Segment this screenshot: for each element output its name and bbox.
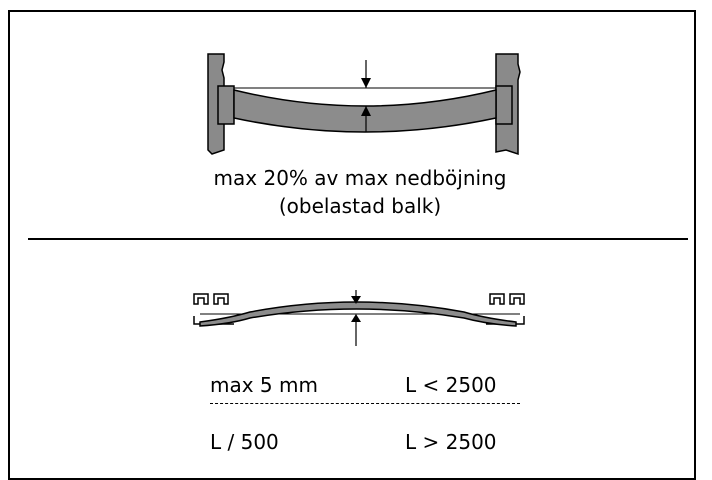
arch-arrow-up	[351, 314, 361, 322]
left-beam-bracket	[217, 85, 235, 125]
row2-left-text: L / 500	[210, 430, 279, 454]
dashed-separator	[210, 403, 520, 404]
right-beam-bracket	[495, 85, 513, 125]
arch-arrow-down	[351, 296, 361, 304]
right-rail-profile	[489, 293, 525, 305]
arched-beam	[199, 301, 517, 327]
deflection-arrow-up	[361, 106, 371, 116]
left-wall	[207, 53, 225, 155]
section-divider	[28, 238, 688, 240]
deflection-arrow-down	[361, 78, 371, 88]
row1-left-text: max 5 mm	[210, 373, 318, 397]
top-caption-line1: max 20% av max nedböjning	[213, 166, 507, 190]
sagging-beam-diagram	[207, 53, 521, 156]
row1-right-text: L < 2500	[405, 373, 497, 397]
top-caption-line2: (obelastad balk)	[278, 194, 442, 218]
row2-right-text: L > 2500	[405, 430, 497, 454]
left-rail-profile	[193, 293, 229, 305]
arched-beam-diagram	[193, 290, 525, 346]
